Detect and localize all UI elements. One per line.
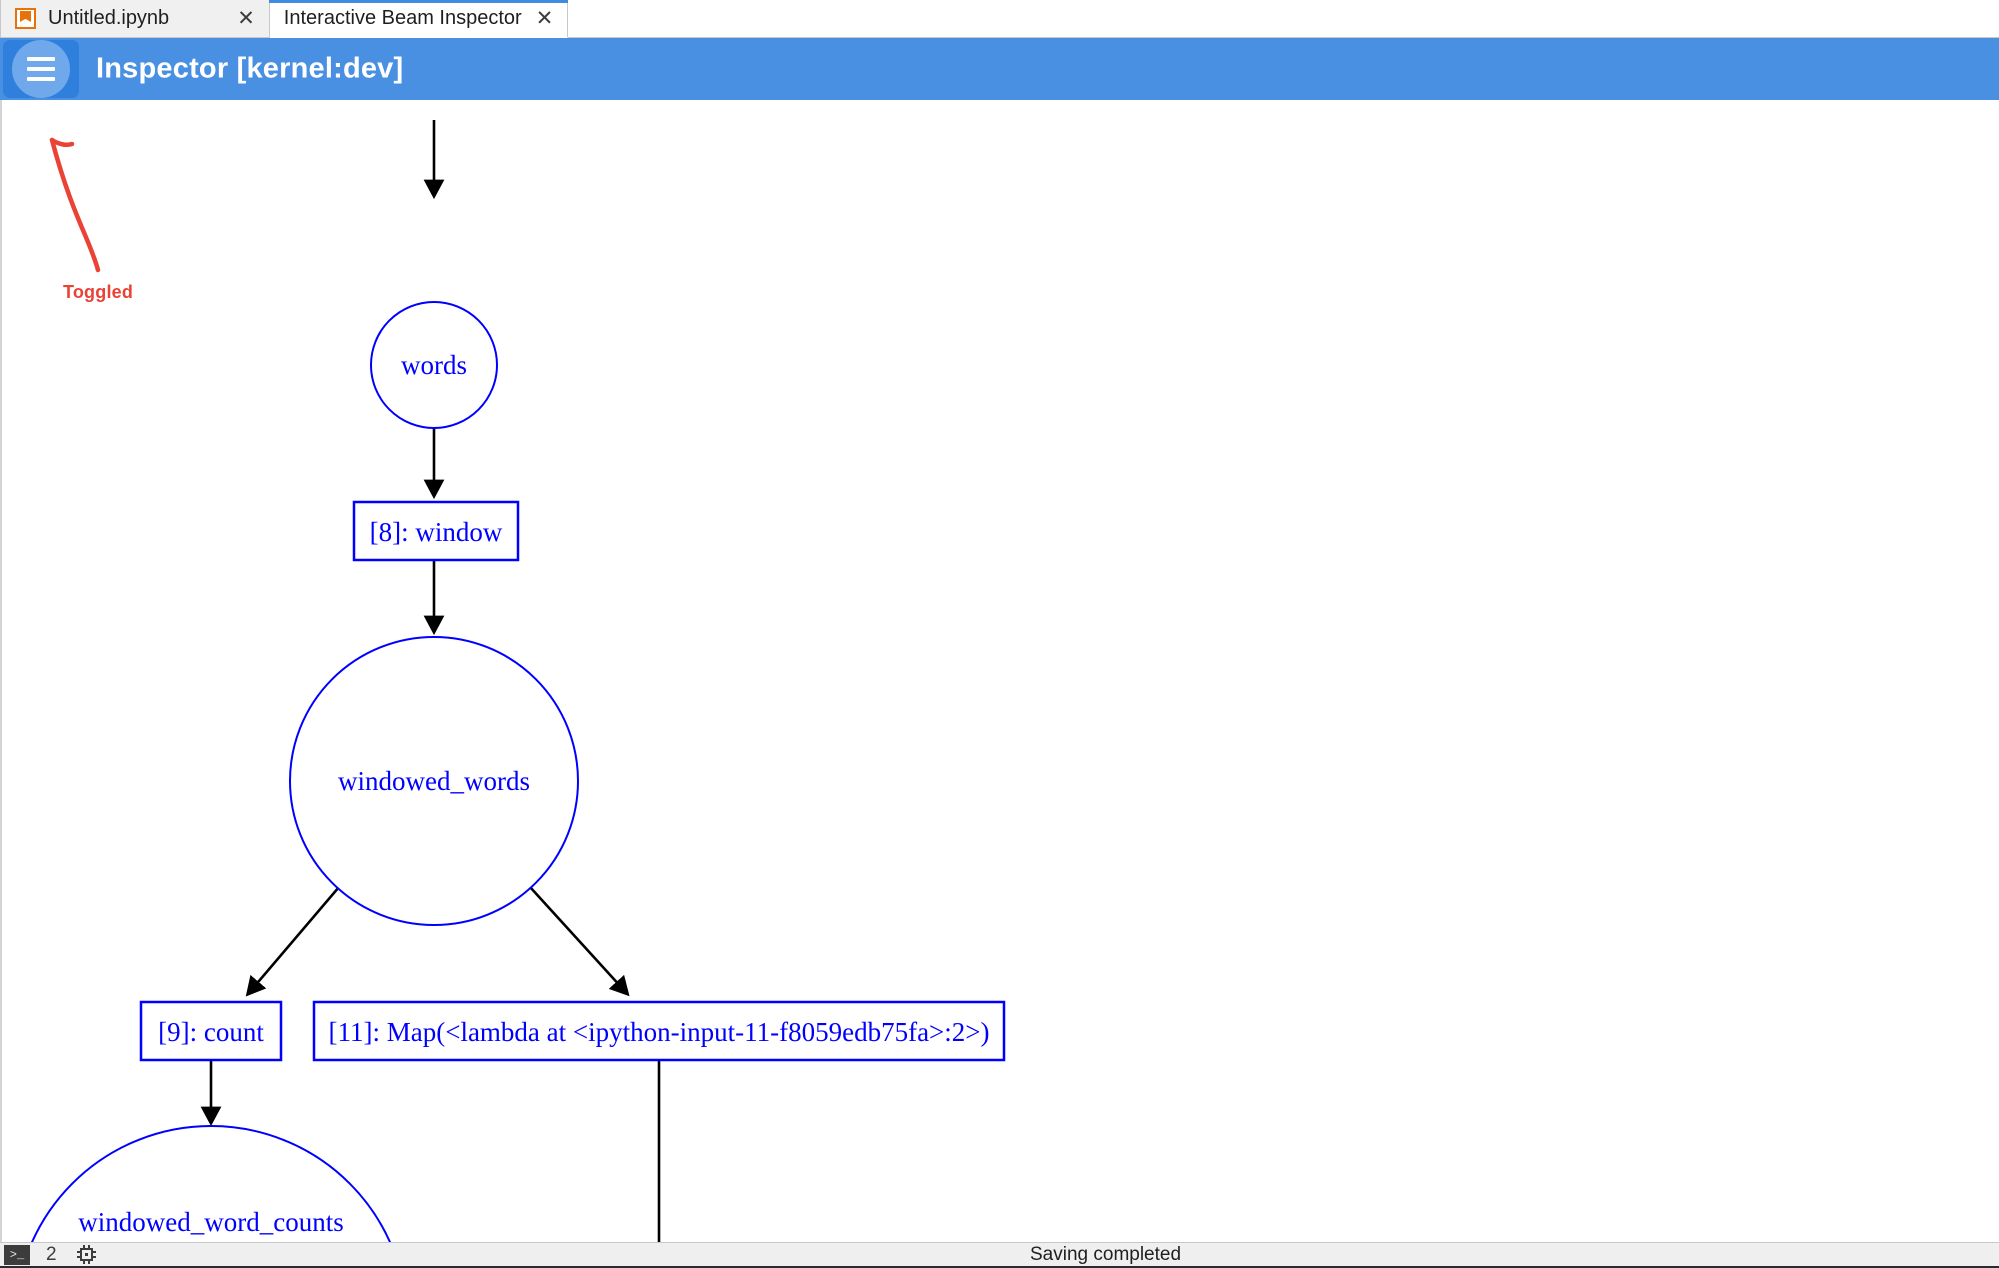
node-words[interactable]: words xyxy=(370,301,498,429)
node-label: windowed_words xyxy=(338,766,530,796)
hamburger-menu-button[interactable] xyxy=(3,40,79,98)
node-windowed-word-counts[interactable]: windowed_word_counts xyxy=(15,1125,407,1242)
node-label: [11]: Map(<lambda at <ipython-input-11-f… xyxy=(329,1017,990,1047)
notebook-icon xyxy=(15,8,36,29)
node-label: [8]: window xyxy=(370,517,503,547)
node-windowed-words[interactable]: windowed_words xyxy=(289,636,579,926)
node-map[interactable]: [11]: Map(<lambda at <ipython-input-11-f… xyxy=(312,1000,1006,1062)
node-window[interactable]: [8]: window xyxy=(352,500,520,562)
status-message: Saving completed xyxy=(1030,1243,1182,1265)
close-icon[interactable]: ✕ xyxy=(237,6,255,30)
kernel-count[interactable]: 2 xyxy=(46,1243,57,1265)
tab-interactive-beam-inspector[interactable]: Interactive Beam Inspector ✕ xyxy=(268,0,569,38)
graph-canvas[interactable]: words [8]: window windowed_words [9]: co… xyxy=(0,100,1999,1242)
edge-windowed-to-count xyxy=(245,886,340,997)
terminal-icon[interactable]: >_ xyxy=(4,1244,30,1265)
status-bar: >_ 2 Saving completed xyxy=(0,1242,1999,1268)
node-count[interactable]: [9]: count xyxy=(139,1000,283,1062)
tab-label: Interactive Beam Inspector xyxy=(283,7,522,29)
inspector-header: Inspector [kernel:dev] xyxy=(0,38,1999,100)
hamburger-menu-icon xyxy=(12,40,70,98)
graph-edges xyxy=(200,120,661,1242)
tab-bar: Untitled.ipynb ✕ Interactive Beam Inspec… xyxy=(0,0,1999,38)
pipeline-graph: words [8]: window windowed_words [9]: co… xyxy=(15,120,1006,1242)
node-label: windowed_word_counts xyxy=(78,1207,343,1237)
close-icon[interactable]: ✕ xyxy=(535,6,554,30)
tab-untitled-ipynb[interactable]: Untitled.ipynb ✕ xyxy=(0,0,270,38)
page-title: Inspector [kernel:dev] xyxy=(96,52,404,85)
edge-windowed-to-map xyxy=(529,886,630,997)
tab-label: Untitled.ipynb xyxy=(48,7,170,29)
graph-nodes: words [8]: window windowed_words [9]: co… xyxy=(15,301,1006,1242)
annotation-label: Toggled xyxy=(63,282,134,302)
cpu-chip-icon[interactable] xyxy=(76,1245,96,1264)
tab-bar-filler xyxy=(568,0,1999,38)
node-label: [9]: count xyxy=(158,1017,264,1047)
node-label: words xyxy=(401,350,467,380)
